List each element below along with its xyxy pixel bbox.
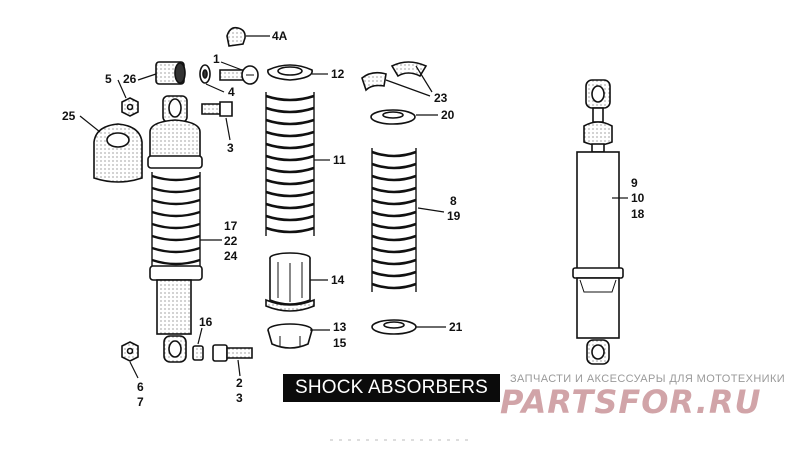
part-25-boot [93, 123, 143, 183]
part-26-bushing [155, 61, 186, 85]
callout-25: 25 [62, 109, 76, 123]
callout-16: 16 [199, 315, 213, 329]
part-8-spring [371, 148, 417, 292]
part-12-retainer [267, 64, 313, 81]
callout-21: 21 [449, 320, 463, 334]
part-16-washer [192, 345, 204, 361]
callout-17: 17 [224, 219, 238, 233]
part-14-adjuster [265, 252, 315, 312]
part-6-nut [121, 341, 139, 362]
callout-10: 10 [631, 191, 645, 205]
callout-3: 3 [227, 141, 234, 155]
callout-3-lower: 3 [236, 391, 243, 405]
left-shock-absorber-assembly [147, 95, 203, 363]
callout-7: 7 [137, 395, 144, 409]
callout-23: 23 [434, 91, 448, 105]
callout-20: 20 [441, 108, 455, 122]
callout-15: 15 [333, 336, 347, 350]
callout-24: 24 [224, 249, 238, 263]
callout-11: 11 [333, 153, 346, 167]
callout-5: 5 [105, 72, 112, 86]
part-23-collets [361, 61, 428, 92]
callout-1: 1 [213, 52, 220, 66]
left-shock-spring [151, 172, 201, 268]
part-5-nut [121, 97, 139, 117]
part-1-bolt [219, 65, 259, 85]
part-21-seat-ring [371, 319, 417, 335]
callout-4a: 4A [272, 29, 288, 43]
leader-lines [79, 35, 628, 379]
part-13-spring-seat [267, 323, 313, 349]
part-11-spring [265, 92, 315, 236]
watermark-logo: PARTSFOR.RU [500, 383, 762, 421]
part-20-seat-ring [370, 109, 416, 125]
right-damper-unit [572, 79, 624, 365]
callout-8: 8 [450, 194, 457, 208]
part-3-bolt-upper [201, 101, 233, 117]
callout-14: 14 [331, 273, 345, 287]
diagram-title-banner: SHOCK ABSORBERS [283, 374, 500, 402]
callout-26: 26 [123, 72, 137, 86]
callout-6: 6 [137, 380, 144, 394]
part-4a-cap-nut [226, 26, 246, 47]
watermark-tagline: ЗАПЧАСТИ И АКСЕССУАРЫ ДЛЯ МОТОТЕХНИКИ [510, 373, 786, 385]
callout-18: 18 [631, 207, 645, 221]
callout-13: 13 [333, 320, 347, 334]
callout-22: 22 [224, 234, 238, 248]
callout-9: 9 [631, 176, 638, 190]
callout-2: 2 [236, 376, 243, 390]
diagram-title: SHOCK ABSORBERS [294, 377, 489, 398]
part-4-washer [199, 64, 211, 84]
callout-12: 12 [331, 67, 345, 81]
part-2-bolt-lower [212, 344, 253, 362]
callout-4: 4 [228, 85, 235, 99]
callout-19: 19 [447, 209, 461, 223]
